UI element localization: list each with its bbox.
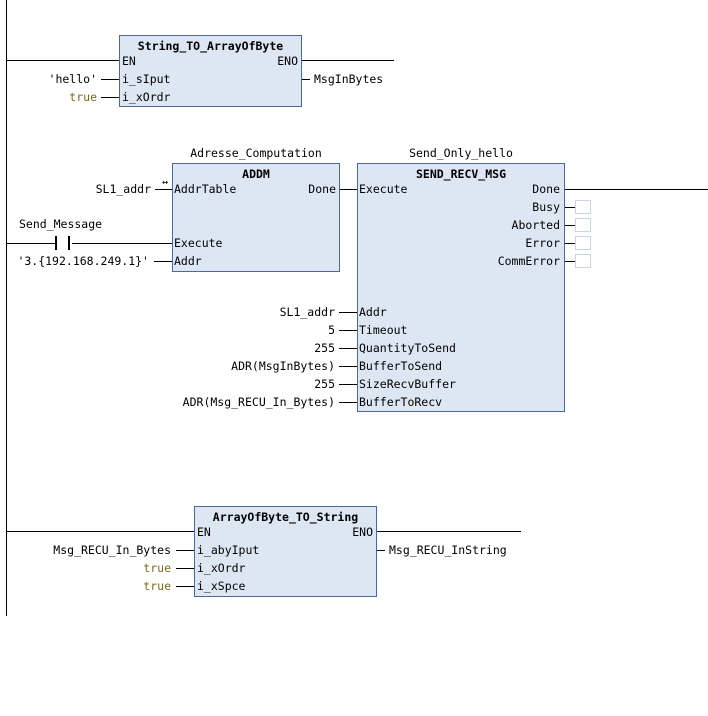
wire: [565, 261, 575, 262]
error-output-box[interactable]: [575, 236, 591, 250]
wire: [101, 97, 119, 98]
pin-i-siput: i_sIput: [122, 72, 171, 86]
pin-execute: Execute: [174, 236, 223, 250]
string-to-arrayofbyte-block[interactable]: String_TO_ArrayOfByte EN ENO i_sIput i_x…: [119, 35, 302, 107]
pin-en: EN: [122, 54, 136, 68]
pin-busy: Busy: [532, 200, 560, 214]
wire: [339, 402, 357, 403]
pin-aborted: Aborted: [511, 218, 560, 232]
wire: [377, 550, 385, 551]
pin-buffertorecv: BufferToRecv: [359, 395, 443, 409]
buffertosend-input-value[interactable]: ADR(MsgInBytes): [231, 359, 335, 373]
eno-wire: [302, 60, 394, 61]
pin-execute: Execute: [359, 182, 408, 196]
rail-to-en-wire: [6, 60, 120, 61]
done-output-wire: [565, 189, 708, 190]
pin-timeout: Timeout: [359, 323, 408, 337]
pin-done: Done: [532, 182, 560, 196]
busy-output-box[interactable]: [575, 200, 591, 214]
wire: [176, 568, 194, 569]
done-to-execute-wire: [340, 189, 357, 190]
pin-i-xordr: i_xOrdr: [122, 90, 171, 104]
wire: [339, 312, 357, 313]
pin-eno: ENO: [277, 54, 298, 68]
contact-to-execute-wire: [72, 243, 172, 244]
pin-eno: ENO: [352, 525, 373, 539]
input-bytes-variable[interactable]: Msg_RECU_In_Bytes: [53, 543, 171, 557]
pin-buffertosend: BufferToSend: [359, 359, 443, 373]
order-bool-value[interactable]: true: [143, 561, 171, 575]
arrayofbyte-to-string-block[interactable]: ArrayOfByte_TO_String EN ENO i_abyIput i…: [194, 506, 377, 597]
wire: [565, 225, 575, 226]
pin-i-xspce: i_xSpce: [197, 579, 246, 593]
block-title: String_TO_ArrayOfByte: [137, 39, 284, 53]
block-title: SEND_RECV_MSG: [415, 167, 506, 181]
no-contact-icon[interactable]: [55, 236, 70, 250]
timeout-input-value[interactable]: 5: [328, 323, 335, 337]
addm-block[interactable]: ADDM AddrTable Done Execute Addr: [172, 163, 340, 272]
commerror-output-box[interactable]: [575, 254, 591, 268]
send-instance-name[interactable]: Send_Only_hello: [409, 146, 513, 160]
pin-done: Done: [308, 182, 336, 196]
pin-commerror: CommError: [497, 254, 560, 268]
wire: [302, 79, 310, 80]
pin-quantitytosend: QuantityToSend: [359, 341, 456, 355]
sizerecvbuffer-input-value[interactable]: 255: [314, 377, 335, 391]
block-title: ArrayOfByte_TO_String: [212, 510, 359, 524]
pin-en: EN: [197, 525, 211, 539]
order-bool-value[interactable]: true: [69, 90, 97, 104]
contact-variable[interactable]: Send_Message: [19, 217, 103, 231]
space-bool-value[interactable]: true: [143, 579, 171, 593]
power-rail: [6, 0, 7, 616]
pin-i-xordr: i_xOrdr: [197, 561, 246, 575]
wire: [565, 243, 575, 244]
inout-arrow-icon: ↔: [162, 177, 169, 188]
addr-string-value[interactable]: '3.{192.168.249.1}': [17, 254, 149, 268]
quantitytosend-input-value[interactable]: 255: [314, 341, 335, 355]
wire: [339, 348, 357, 349]
input-string-value[interactable]: 'hello': [48, 72, 97, 86]
wire: [155, 189, 172, 190]
wire: [339, 330, 357, 331]
wire: [565, 207, 575, 208]
wire: [101, 79, 119, 80]
buffertorecv-input-value[interactable]: ADR(Msg_RECU_In_Bytes): [182, 395, 335, 409]
output-string-variable[interactable]: Msg_RECU_InString: [389, 543, 507, 557]
addrtable-variable[interactable]: SL1_addr: [95, 182, 151, 196]
wire: [339, 384, 357, 385]
pin-sizerecvbuffer: SizeRecvBuffer: [359, 377, 456, 391]
wire: [176, 550, 194, 551]
rail-to-en-wire: [6, 531, 195, 532]
pin-addrtable: AddrTable: [174, 182, 237, 196]
pin-addr: Addr: [174, 254, 202, 268]
rail-to-contact-wire: [6, 243, 55, 244]
addr-input-value[interactable]: SL1_addr: [279, 305, 335, 319]
aborted-output-box[interactable]: [575, 218, 591, 232]
wire: [176, 586, 194, 587]
pin-addr: Addr: [359, 305, 387, 319]
pin-error: Error: [525, 236, 560, 250]
eno-wire: [377, 531, 521, 532]
wire: [339, 366, 357, 367]
send-recv-msg-block[interactable]: SEND_RECV_MSG Execute Done Busy Aborted …: [357, 163, 565, 412]
output-variable[interactable]: MsgInBytes: [314, 72, 384, 86]
wire: [154, 261, 172, 262]
addm-instance-name[interactable]: Adresse_Computation: [190, 146, 322, 160]
pin-i-abyiput: i_abyIput: [197, 543, 260, 557]
block-title: ADDM: [242, 167, 270, 181]
